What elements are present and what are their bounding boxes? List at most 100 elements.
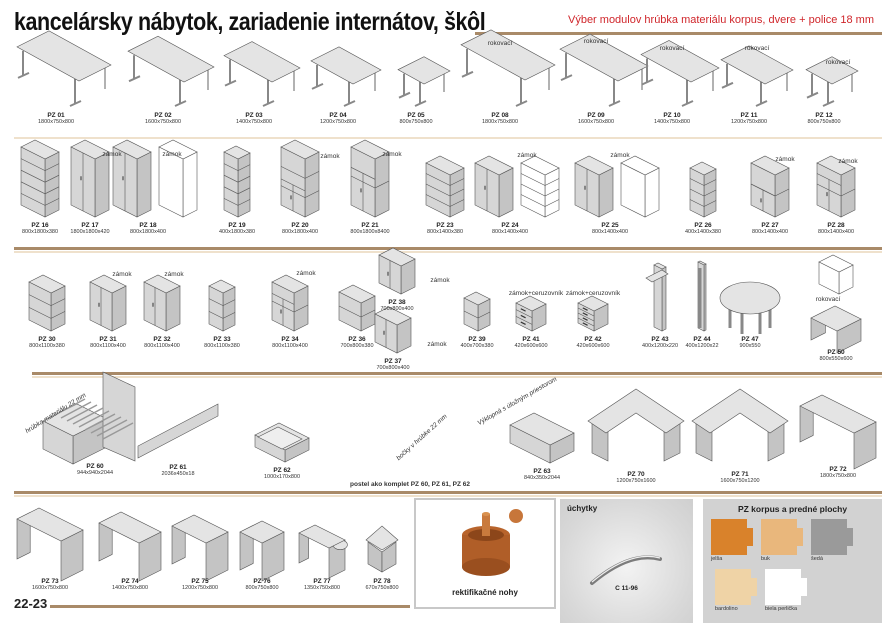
product-code: PZ 41 <box>522 336 540 343</box>
product-dimensions: 840x350x2044 <box>523 475 561 481</box>
product-dimensions: 1000x170x800 <box>263 474 301 480</box>
product-pz31-illustration <box>89 274 127 332</box>
product-pz42-illustration <box>577 295 609 332</box>
product-pz12-illustration <box>805 56 859 107</box>
product-dimensions: 400x700x380 <box>460 343 494 349</box>
leveling-feet-caption: rektifikačné nohy <box>452 588 518 597</box>
product-dimensions: 400x1200x22 <box>685 343 719 349</box>
product-dimensions: 700x800x400 <box>376 365 410 371</box>
product-note: rokovací <box>815 296 841 303</box>
product-code: PZ 21 <box>361 222 379 229</box>
product-dimensions: 800x750x800 <box>399 119 433 125</box>
product-dimensions: 1200x750x800 <box>181 585 219 591</box>
finish-swatch <box>711 519 753 555</box>
product-dimensions: 1600x750x800 <box>31 585 69 591</box>
product-dimensions: 1600x750x800 <box>144 119 182 125</box>
product-dimensions: 800x1800x400 <box>281 229 319 235</box>
product-dimensions: 1400x750x800 <box>235 119 273 125</box>
product-code: PZ 31 <box>99 336 117 343</box>
product-pz73-illustration <box>16 507 84 582</box>
product-code: PZ 75 <box>191 578 209 585</box>
product-dimensions: 1600x750x800 <box>577 119 615 125</box>
product-pz39-illustration <box>463 291 491 332</box>
product-dimensions: 1350x750x800 <box>303 585 341 591</box>
product-code: PZ 38 <box>388 299 406 306</box>
product-dimensions: 1800x750x800 <box>481 119 519 125</box>
product-code: PZ 71 <box>731 471 749 478</box>
page-number: 22-23 <box>14 596 48 611</box>
product-pz10-illustration <box>640 40 720 107</box>
handles-panel: úchytky C 11-96 <box>560 499 693 623</box>
product-note: rokovací <box>583 38 609 45</box>
product-note: rokovací <box>659 45 685 52</box>
product-code: PZ 26 <box>694 222 712 229</box>
product-code: PZ 50 <box>827 349 845 356</box>
product-pz20-illustration <box>280 139 320 218</box>
product-code: PZ 73 <box>41 578 59 585</box>
row-divider <box>14 247 882 250</box>
product-dimensions: 800x1100x400 <box>90 343 126 349</box>
finish-swatch <box>761 519 803 555</box>
product-pz44-illustration <box>697 260 707 332</box>
product-code: PZ 04 <box>329 112 347 119</box>
page-title: kancelársky nábytok, zariadenie internát… <box>14 8 486 36</box>
product-pz18-illustration <box>112 139 198 218</box>
product-dimensions: 400x1400x380 <box>684 229 722 235</box>
product-pz63-illustration <box>509 412 575 464</box>
meeting-table-frame-icon <box>818 254 854 295</box>
product-code: PZ 72 <box>829 466 847 473</box>
product-pz76-illustration <box>239 520 285 582</box>
product-code: PZ 77 <box>313 578 331 585</box>
row-divider <box>14 137 882 139</box>
product-pz34-illustration <box>271 274 309 332</box>
product-code: PZ 12 <box>815 112 833 119</box>
product-note: zámok <box>162 151 182 158</box>
product-code: PZ 43 <box>651 336 669 343</box>
product-dimensions: 800x1400x400 <box>751 229 789 235</box>
product-note: zámok <box>112 271 132 278</box>
product-note: zámok+ceruzovník <box>565 290 621 297</box>
product-code: PZ 25 <box>601 222 619 229</box>
product-dimensions: 1200x750x1600 <box>616 478 656 484</box>
product-code: PZ 01 <box>47 112 65 119</box>
product-note: zámok <box>775 156 795 163</box>
product-dimensions: 800x750x800 <box>807 119 841 125</box>
product-pz08-illustration <box>460 29 556 107</box>
product-pz11-illustration <box>720 45 794 107</box>
product-dimensions: 700x800x400 <box>380 306 414 312</box>
product-code: PZ 42 <box>584 336 602 343</box>
product-dimensions: 800x1800x400 <box>129 229 167 235</box>
product-dimensions: 800x1800x380 <box>21 229 59 235</box>
product-dimensions: 420x600x600 <box>576 343 610 349</box>
product-dimensions: 900x550 <box>739 343 761 349</box>
product-code: PZ 47 <box>741 336 759 343</box>
product-code: PZ 09 <box>587 112 605 119</box>
product-pz78-illustration <box>365 525 399 573</box>
product-pz25-illustration <box>574 155 660 218</box>
product-code: PZ 78 <box>373 578 391 585</box>
